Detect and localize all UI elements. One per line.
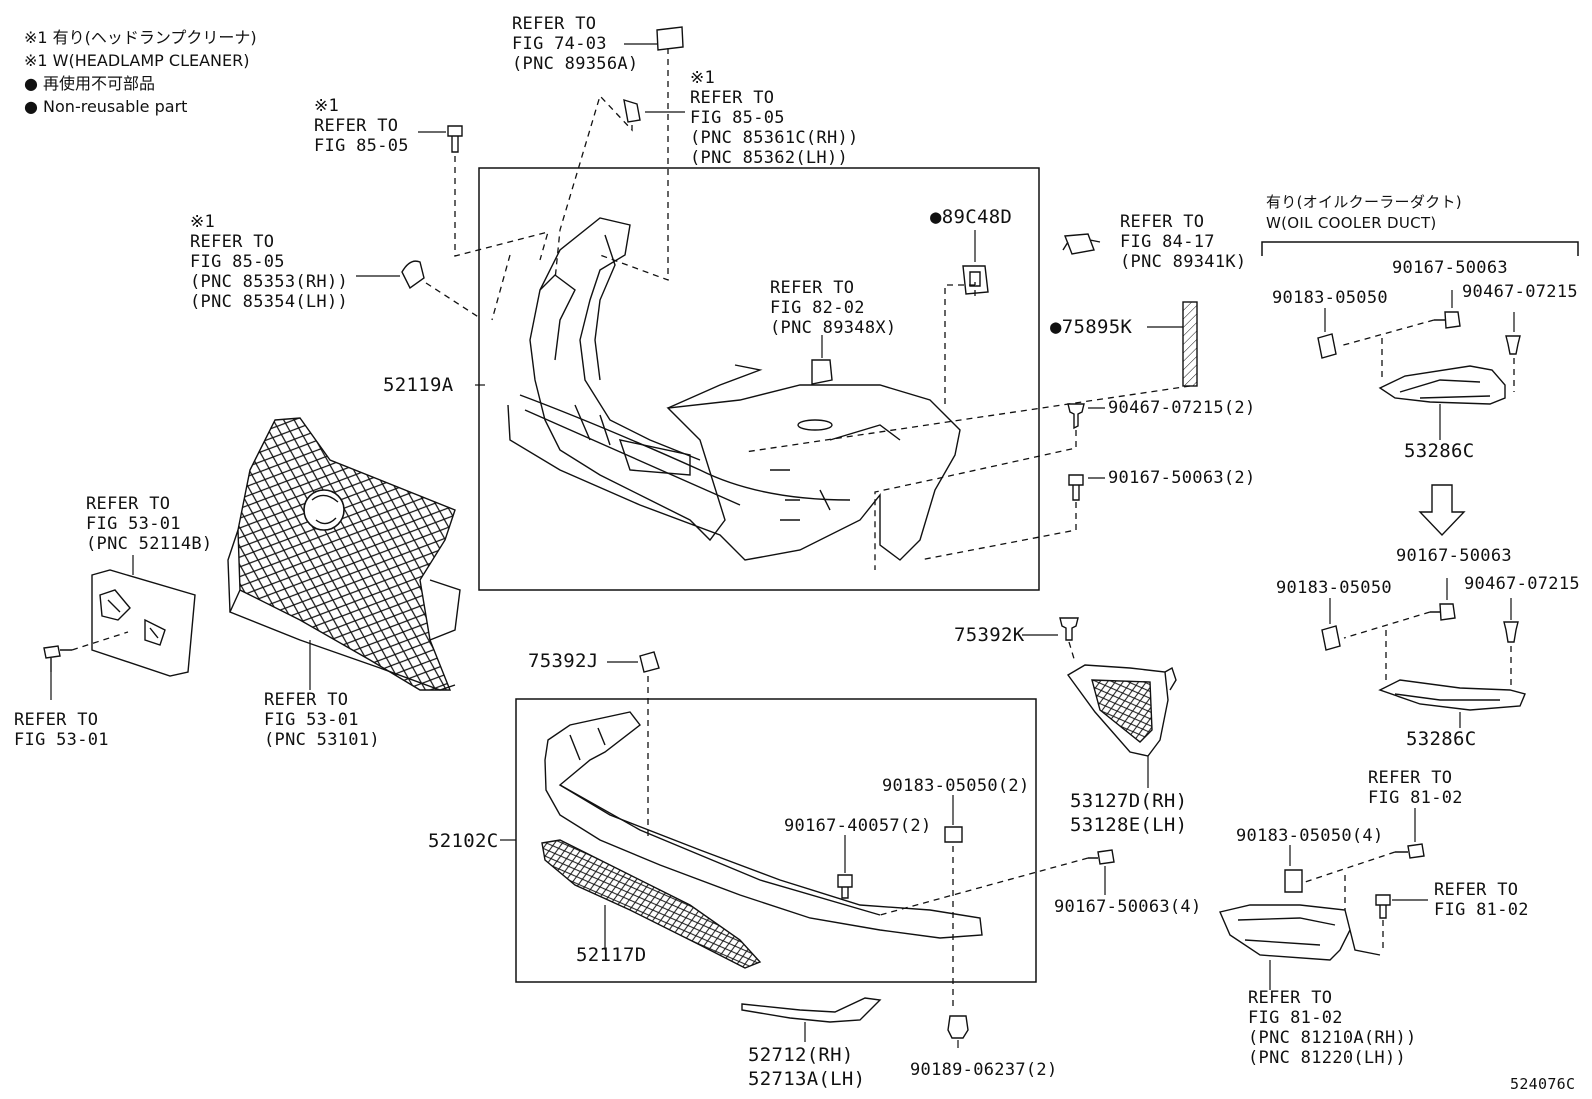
part-75392K: 75392K xyxy=(954,624,1025,646)
screw-90167-lower xyxy=(1430,603,1456,621)
legend-line-4: ● Non-reusable part xyxy=(24,97,188,116)
bolt-fig8505 xyxy=(447,125,463,153)
ref-fig-84-17: REFER TO FIG 84-17 (PNC 89341K) xyxy=(1120,212,1247,272)
clip-90467-lower xyxy=(1503,621,1519,643)
clip-90467-07215 xyxy=(1067,403,1085,430)
bolt-fig5301 xyxy=(43,645,72,672)
lower-grille-52117D xyxy=(541,839,762,969)
diagram-id: 524076C xyxy=(1510,1075,1576,1093)
part-53286C-lower: 53286C xyxy=(1406,728,1477,750)
clip-89C48D xyxy=(962,265,989,295)
part-90183-05050-lower: 90183-05050 xyxy=(1276,578,1392,598)
screw-90167-50063-lower xyxy=(1088,849,1115,865)
fog-cover-53127D xyxy=(1066,664,1177,757)
bolt-fig8102-top xyxy=(1395,843,1425,859)
nut-90183-lower xyxy=(1321,625,1341,651)
part-90167-50063-lower: 90167-50063 xyxy=(1396,546,1512,566)
fog-lamp-bracket xyxy=(1219,904,1381,961)
part-89C48D: ●89C48D xyxy=(930,206,1013,228)
front-bumper-cover-box xyxy=(478,167,1040,591)
part-53127D-RH: 53127D(RH) xyxy=(1070,790,1188,812)
nut-90183-05050 xyxy=(944,826,963,843)
cap-89356A xyxy=(656,26,684,51)
screw-90167-upper xyxy=(1434,311,1461,329)
ref-fig-53-01-grille: REFER TO FIG 53-01 (PNC 53101) xyxy=(264,690,380,750)
part-90183-05050-2: 90183-05050(2) xyxy=(882,776,1030,796)
bumper-cover-52119A xyxy=(507,217,961,561)
ref-fig-85-05-left: ※1 REFER TO FIG 85-05 xyxy=(314,96,409,156)
ref-fig-85-05-mid: ※1 REFER TO FIG 85-05 (PNC 85353(RH)) (P… xyxy=(190,212,349,312)
part-90189-06237-2: 90189-06237(2) xyxy=(910,1060,1058,1080)
screw-90167-50063 xyxy=(1068,474,1084,501)
down-arrow xyxy=(1418,484,1466,537)
clip-75392J xyxy=(639,651,660,673)
part-75392J: 75392J xyxy=(528,650,599,672)
ref-fig-81-02-right: REFER TO FIG 81-02 xyxy=(1434,880,1529,920)
oil-cooler-note-en: W(OIL COOLER DUCT) xyxy=(1266,214,1437,232)
oil-cooler-bracket xyxy=(1261,241,1579,256)
nozzle-cover-left xyxy=(401,260,425,290)
part-90467-07215-upper: 90467-07215 xyxy=(1462,282,1578,302)
part-52713A-LH: 52713A(LH) xyxy=(748,1068,866,1090)
duct-53286C-lower xyxy=(1378,679,1526,711)
part-90167-50063-2: 90167-50063(2) xyxy=(1108,468,1256,488)
sensor-89341K xyxy=(1062,233,1101,255)
retainer-89348X xyxy=(811,359,833,385)
clip-90467-upper xyxy=(1505,335,1521,355)
part-90467-07215-lower: 90467-07215 xyxy=(1464,574,1580,594)
duct-53286C-upper xyxy=(1378,365,1506,405)
ref-fig-74-03: REFER TO FIG 74-03 (PNC 89356A) xyxy=(512,14,639,74)
part-52119A: 52119A xyxy=(383,374,454,396)
ref-fig-81-02-bottom: REFER TO FIG 81-02 (PNC 81210A(RH)) (PNC… xyxy=(1248,988,1417,1068)
legend-line-2: ※1 W(HEADLAMP CLEANER) xyxy=(24,51,250,70)
clip-75392K xyxy=(1059,617,1079,641)
part-52102C: 52102C xyxy=(428,830,499,852)
part-90167-40057-2: 90167-40057(2) xyxy=(784,816,932,836)
part-52712-RH: 52712(RH) xyxy=(748,1044,854,1066)
part-90167-50063-4: 90167-50063(4) xyxy=(1054,897,1202,917)
nut-90183-upper xyxy=(1317,333,1337,359)
nut-90183-fog xyxy=(1284,869,1303,893)
nozzle-cover-top xyxy=(623,98,641,123)
part-75895K: ●75895K xyxy=(1050,316,1133,338)
part-90167-50063-upper: 90167-50063 xyxy=(1392,258,1508,278)
screw-90167-40057 xyxy=(837,874,853,899)
oil-cooler-note-jp: 有り(オイルクーラーダクト) xyxy=(1266,193,1462,211)
part-53128E-LH: 53128E(LH) xyxy=(1070,814,1188,836)
clip-90189-06237 xyxy=(947,1015,969,1039)
legend: ※1 有り(ヘッドランプクリーナ) ※1 W(HEADLAMP CLEANER)… xyxy=(24,26,257,118)
ref-fig-53-01-plate: REFER TO FIG 53-01 (PNC 52114B) xyxy=(86,494,213,554)
legend-line-1: ※1 有り(ヘッドランプクリーナ) xyxy=(24,28,257,47)
part-90467-07215-2: 90467-07215(2) xyxy=(1108,398,1256,418)
strip-75895K xyxy=(1182,301,1198,387)
license-plate-bracket xyxy=(91,569,196,677)
part-52117D: 52117D xyxy=(576,944,647,966)
legend-line-3: ● 再使用不可部品 xyxy=(24,74,156,93)
lower-spoiler-52102C xyxy=(544,711,983,939)
part-53286C-upper: 53286C xyxy=(1404,440,1475,462)
moulding-52712 xyxy=(741,997,882,1023)
radiator-grille xyxy=(227,417,461,691)
part-90183-05050-4: 90183-05050(4) xyxy=(1236,826,1384,846)
ref-fig-82-02: REFER TO FIG 82-02 (PNC 89348X) xyxy=(770,278,897,338)
ref-fig-85-05-top: ※1 REFER TO FIG 85-05 (PNC 85361C(RH)) (… xyxy=(690,68,859,168)
bolt-fig8102-right xyxy=(1375,894,1391,919)
part-90183-05050-upper: 90183-05050 xyxy=(1272,288,1388,308)
lower-spoiler-box xyxy=(515,698,1037,983)
ref-fig-81-02-top: REFER TO FIG 81-02 xyxy=(1368,768,1463,808)
ref-fig-53-01-bolt: REFER TO FIG 53-01 xyxy=(14,710,109,750)
